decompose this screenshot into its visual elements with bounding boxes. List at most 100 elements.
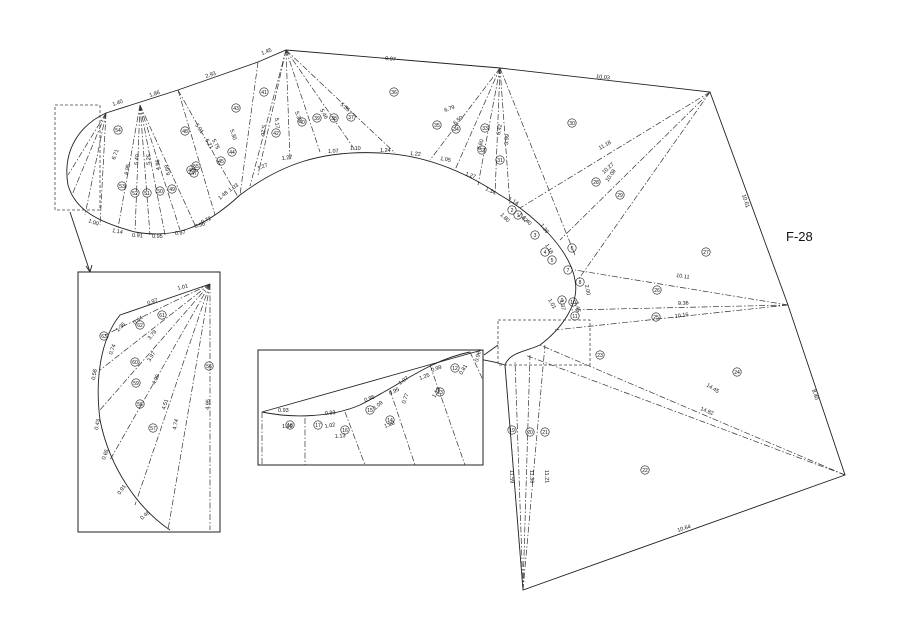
panel-marker-circle (513, 210, 523, 220)
panel-marker-circle (651, 312, 661, 322)
edge-dimension: 1.37 (558, 299, 566, 311)
panel-number: 43 (233, 106, 239, 112)
detail-frame-mid (497, 319, 591, 366)
panel-number: 35 (434, 123, 440, 129)
panel-number: 1 (517, 213, 520, 219)
panel-marker-circle (180, 126, 190, 136)
detail-mid-dimension: 0.95 (388, 387, 400, 397)
edge-dimension: 2.00 (583, 284, 591, 296)
panel-number: 45 (218, 159, 224, 165)
detail-left-dimension: 4.09 (151, 374, 161, 386)
panel-marker-circle (285, 420, 295, 430)
panel-marker-circle (495, 155, 505, 165)
panel-number: 56 (206, 364, 212, 370)
panel-number: 52 (132, 191, 138, 197)
panel-marker-circle (131, 378, 141, 388)
detail-view-mid (257, 349, 484, 466)
panel-marker-circle (148, 423, 158, 433)
panel-marker-circle (157, 310, 167, 320)
edge-dimension: 1.27 (464, 171, 476, 180)
panel-marker-circle (507, 425, 517, 435)
ray-dimension: 5.91 (193, 123, 204, 135)
ray-dimension: 11.21 (543, 470, 549, 484)
ray-dimension: 6.42 (496, 124, 504, 136)
ray-dimension: 5.39 (293, 111, 302, 123)
panel-number: 6 (571, 246, 574, 252)
outline-dimension: 1.40 (112, 99, 124, 108)
edge-dimension: 1.39 (538, 223, 549, 235)
edge-dimension: 1.24 (380, 148, 391, 154)
panel-number: 24 (734, 370, 740, 376)
detail-mid-dimension: 1.07 (398, 376, 410, 387)
panel-marker-circle (216, 156, 226, 166)
panel-number: 39 (314, 116, 320, 122)
ray-dimension: 5.99 (504, 134, 511, 145)
edge-dimension: 1.14 (112, 228, 124, 236)
panel-marker-circle (142, 188, 152, 198)
outline-dimension: 1.86 (149, 90, 161, 99)
ray-lines (67, 49, 846, 591)
edge-dimension: 0.72 (200, 216, 212, 226)
panel-marker-circle (563, 265, 573, 275)
ray-dimension: 5.40 (134, 154, 141, 165)
panel-number: 57 (150, 426, 156, 432)
ray-dimension: 5.25 (146, 154, 152, 165)
edge-dimension: 1.18 (543, 243, 554, 255)
outline-dimension: 8.40 (810, 389, 819, 401)
panel-number: 9 (561, 298, 564, 304)
detail-mid-dimension: 1.13 (432, 387, 443, 399)
panel-number: 7 (567, 268, 570, 274)
detail-mid-dimension: 1.02 (324, 422, 336, 430)
panel-number: 32 (479, 148, 485, 154)
edge-dimension: 1.45 (573, 301, 581, 313)
panel-marker-circle (540, 427, 550, 437)
panel-marker-circle (130, 188, 140, 198)
panel-marker-circle (340, 425, 350, 435)
outline-dimension: 10.64 (677, 524, 692, 534)
panel-number: 31 (497, 158, 503, 164)
outline-dimension: 9.97 (385, 56, 396, 63)
detail-left-dimension: 1.01 (177, 283, 189, 292)
panel-number: 18 (287, 423, 293, 429)
panel-number: 16 (342, 428, 348, 434)
panel-marker-circle (615, 190, 625, 200)
panel-number: 33 (482, 126, 488, 132)
panel-number: 17 (315, 423, 321, 429)
panel-number: 10 (570, 300, 576, 306)
panel-marker-circle (167, 184, 177, 194)
panel-number: 3 (534, 233, 537, 239)
detail-mid-dimension: 0.77 (401, 393, 410, 405)
panel-number: 20 (527, 430, 533, 436)
panel-marker-circle (312, 113, 322, 123)
panel-number: 15 (367, 408, 373, 414)
edge-dimension: 1.34 (484, 186, 496, 196)
panel-marker-circle (204, 361, 214, 371)
edge-dimension: 1.48 (217, 190, 229, 201)
panel-marker-circle (450, 363, 460, 373)
panel-number: 40 (299, 120, 305, 126)
panel-number: 50 (157, 189, 163, 195)
panel-number: 47 (191, 171, 197, 177)
panel-marker-circle (595, 350, 605, 360)
outline-dimension: 1.45 (261, 48, 273, 57)
panel-marker-circle (259, 87, 269, 97)
panel-marker-circle (701, 247, 711, 257)
ray-dimension: 6.71 (111, 149, 120, 161)
panel-number: 34 (453, 127, 459, 133)
panel-number: 26 (654, 288, 660, 294)
panel-marker-circle (507, 205, 517, 215)
outline-dimension: 10.61 (740, 194, 750, 209)
edge-dimension: 0.97 (175, 230, 186, 237)
panel-number: 42 (273, 131, 279, 137)
ray-dimension: 5.36 (339, 102, 351, 113)
panel-number: 5 (551, 258, 554, 264)
ray-dimension: 6.79 (444, 105, 456, 114)
detail-mid-dimension: 1.25 (419, 373, 431, 382)
panel-marker-circle (189, 168, 199, 178)
panel-marker-circle (477, 145, 487, 155)
panel-number: 4 (544, 250, 547, 256)
panel-marker-circle (271, 128, 281, 138)
edge-dimension: 1.27 (257, 163, 269, 172)
panel-number: 53 (119, 184, 125, 190)
